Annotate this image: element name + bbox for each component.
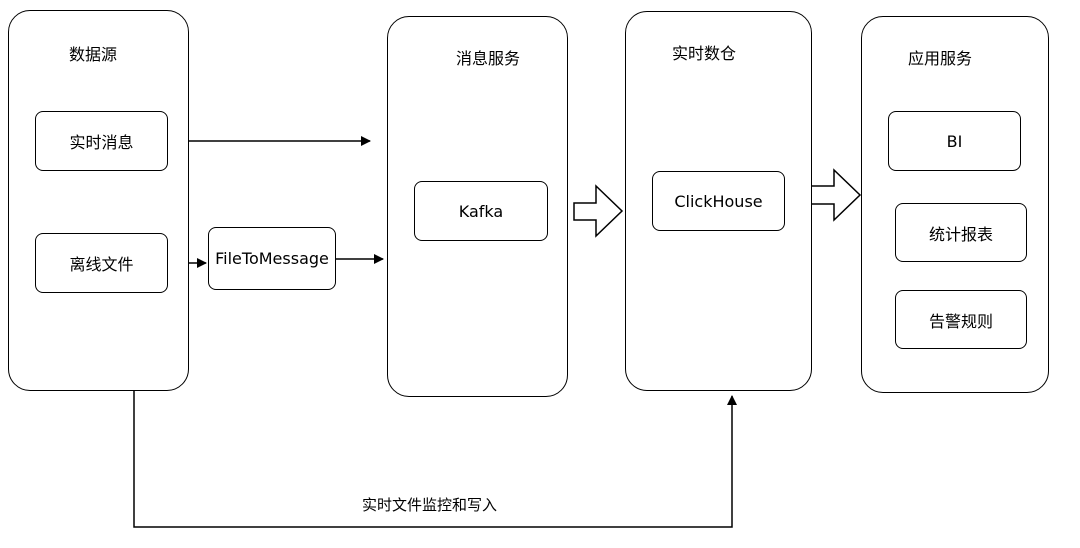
box-clickhouse: ClickHouse [652, 171, 785, 231]
panel-title-application-service: 应用服务 [908, 49, 973, 68]
arrow-offline-to-warehouse [133, 292, 737, 528]
panel-title-realtime-warehouse: 实时数仓 [672, 44, 737, 63]
block-arrow-warehouse-to-application [809, 168, 862, 222]
panel-data-source [8, 10, 189, 391]
box-file-to-message: FileToMessage [208, 227, 336, 290]
box-stats-report: 统计报表 [895, 203, 1027, 262]
box-realtime-message: 实时消息 [35, 111, 168, 171]
box-alert-rules: 告警规则 [895, 290, 1027, 349]
block-arrow-message-to-warehouse [573, 184, 624, 238]
box-offline-file: 离线文件 [35, 233, 168, 293]
edge-label-monitor-write: 实时文件监控和写入 [362, 496, 498, 514]
panel-title-data-source: 数据源 [69, 45, 118, 64]
panel-title-message-service: 消息服务 [456, 49, 521, 68]
box-bi: BI [888, 111, 1021, 171]
box-kafka: Kafka [414, 181, 548, 241]
